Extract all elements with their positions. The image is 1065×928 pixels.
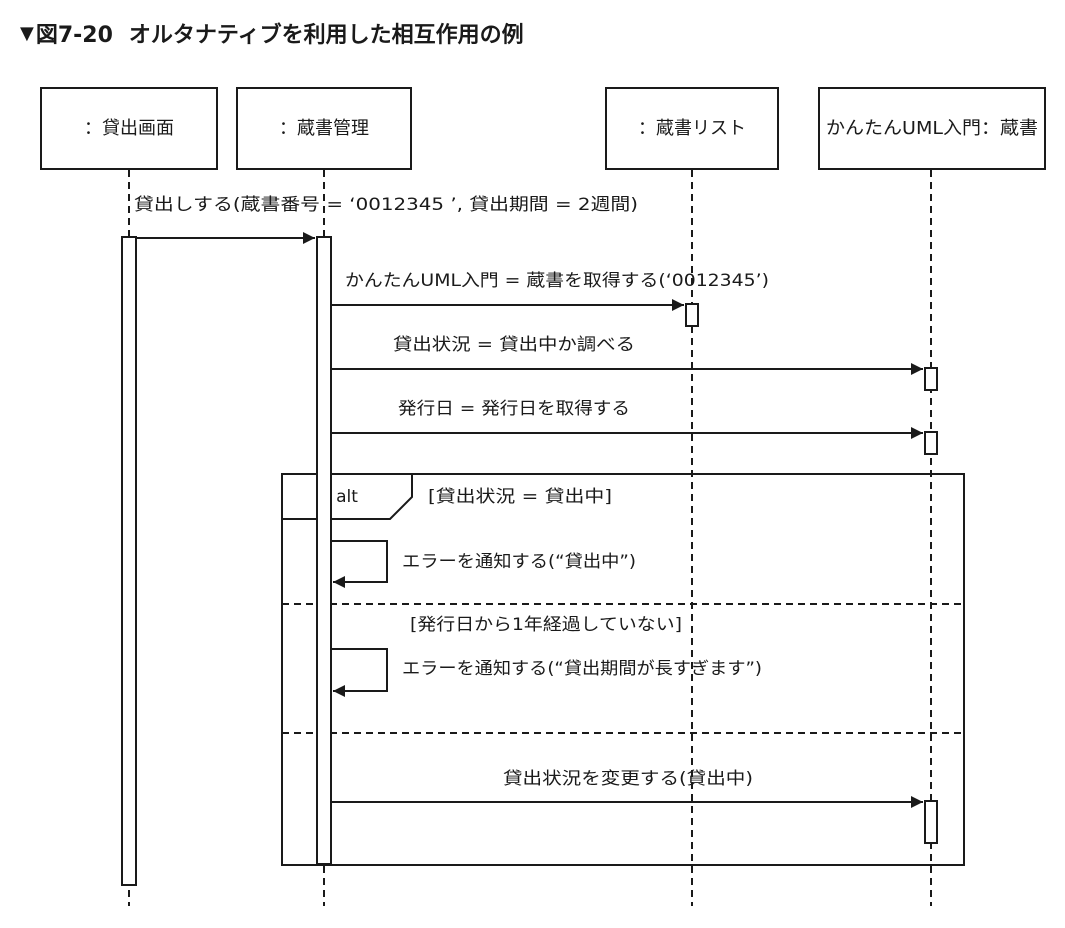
lifeline-box-loan-screen: ：貸出画面 [40,87,218,170]
message-get-book: かんたんUML入門 = 蔵書を取得する(‘0012345’) [331,271,769,311]
message-lend-label: 貸出しする(蔵書番号 = ‘0012345 ’, 貸出期間 = 2週間) [134,195,638,215]
self-message-error-on-loan: エラーを通知する(“貸出中”) [331,540,636,588]
triangle-marker-icon: ▼ [20,22,34,44]
alt-fragment: alt [貸出状況 = 貸出中] [発行日から1年経過していない] [281,473,965,866]
message-change-status-label: 貸出状況を変更する(貸出中) [503,769,753,789]
activation-bar-book-1 [924,367,938,391]
message-change-status: 貸出状況を変更する(貸出中) [331,769,923,808]
lifeline-box-book-list: ：蔵書リスト [605,87,779,170]
alt-guard-1: [貸出状況 = 貸出中] [428,487,612,507]
activation-bar-book-2 [924,431,938,455]
message-get-issue-date-label: 発行日 = 発行日を取得する [398,399,630,419]
lifeline-label-loan-screen: ：貸出画面 [84,118,174,139]
lifeline-box-book-instance: かんたんUML入門：蔵書 [818,87,1046,170]
self-message-error-period: エラーを通知する(“貸出期間が長すぎます”) [331,648,762,697]
activation-bar-loan-screen [121,236,137,886]
self-message-error-on-loan-label: エラーを通知する(“貸出中”) [402,552,636,572]
message-check-status-label: 貸出状況 = 貸出中か調べる [393,335,635,355]
figure-caption: ▼ 図7-20 オルタナティブを利用した相互作用の例 [20,18,524,49]
lifeline-label-book-instance: かんたんUML入門：蔵書 [826,118,1038,139]
message-lend: 貸出しする(蔵書番号 = ‘0012345 ’, 貸出期間 = 2週間) [134,195,638,244]
lifeline-label-book-list: ：蔵書リスト [638,118,746,139]
message-get-issue-date: 発行日 = 発行日を取得する [331,399,923,439]
alt-operator-label: alt [336,487,358,507]
self-message-error-period-label: エラーを通知する(“貸出期間が長すぎます”) [402,659,762,679]
activation-bar-book-management [316,236,332,865]
activation-bar-book-list [685,303,699,327]
lifeline-label-book-management: ：蔵書管理 [279,118,369,139]
activation-bar-book-3 [924,800,938,844]
lifeline-box-book-management: ：蔵書管理 [236,87,412,170]
alt-guard-2: [発行日から1年経過していない] [410,615,682,635]
figure-number: 図7-20 [35,23,113,48]
figure-title: オルタナティブを利用した相互作用の例 [128,23,524,48]
message-get-book-label: かんたんUML入門 = 蔵書を取得する(‘0012345’) [345,271,769,291]
message-check-status: 貸出状況 = 貸出中か調べる [331,335,923,375]
